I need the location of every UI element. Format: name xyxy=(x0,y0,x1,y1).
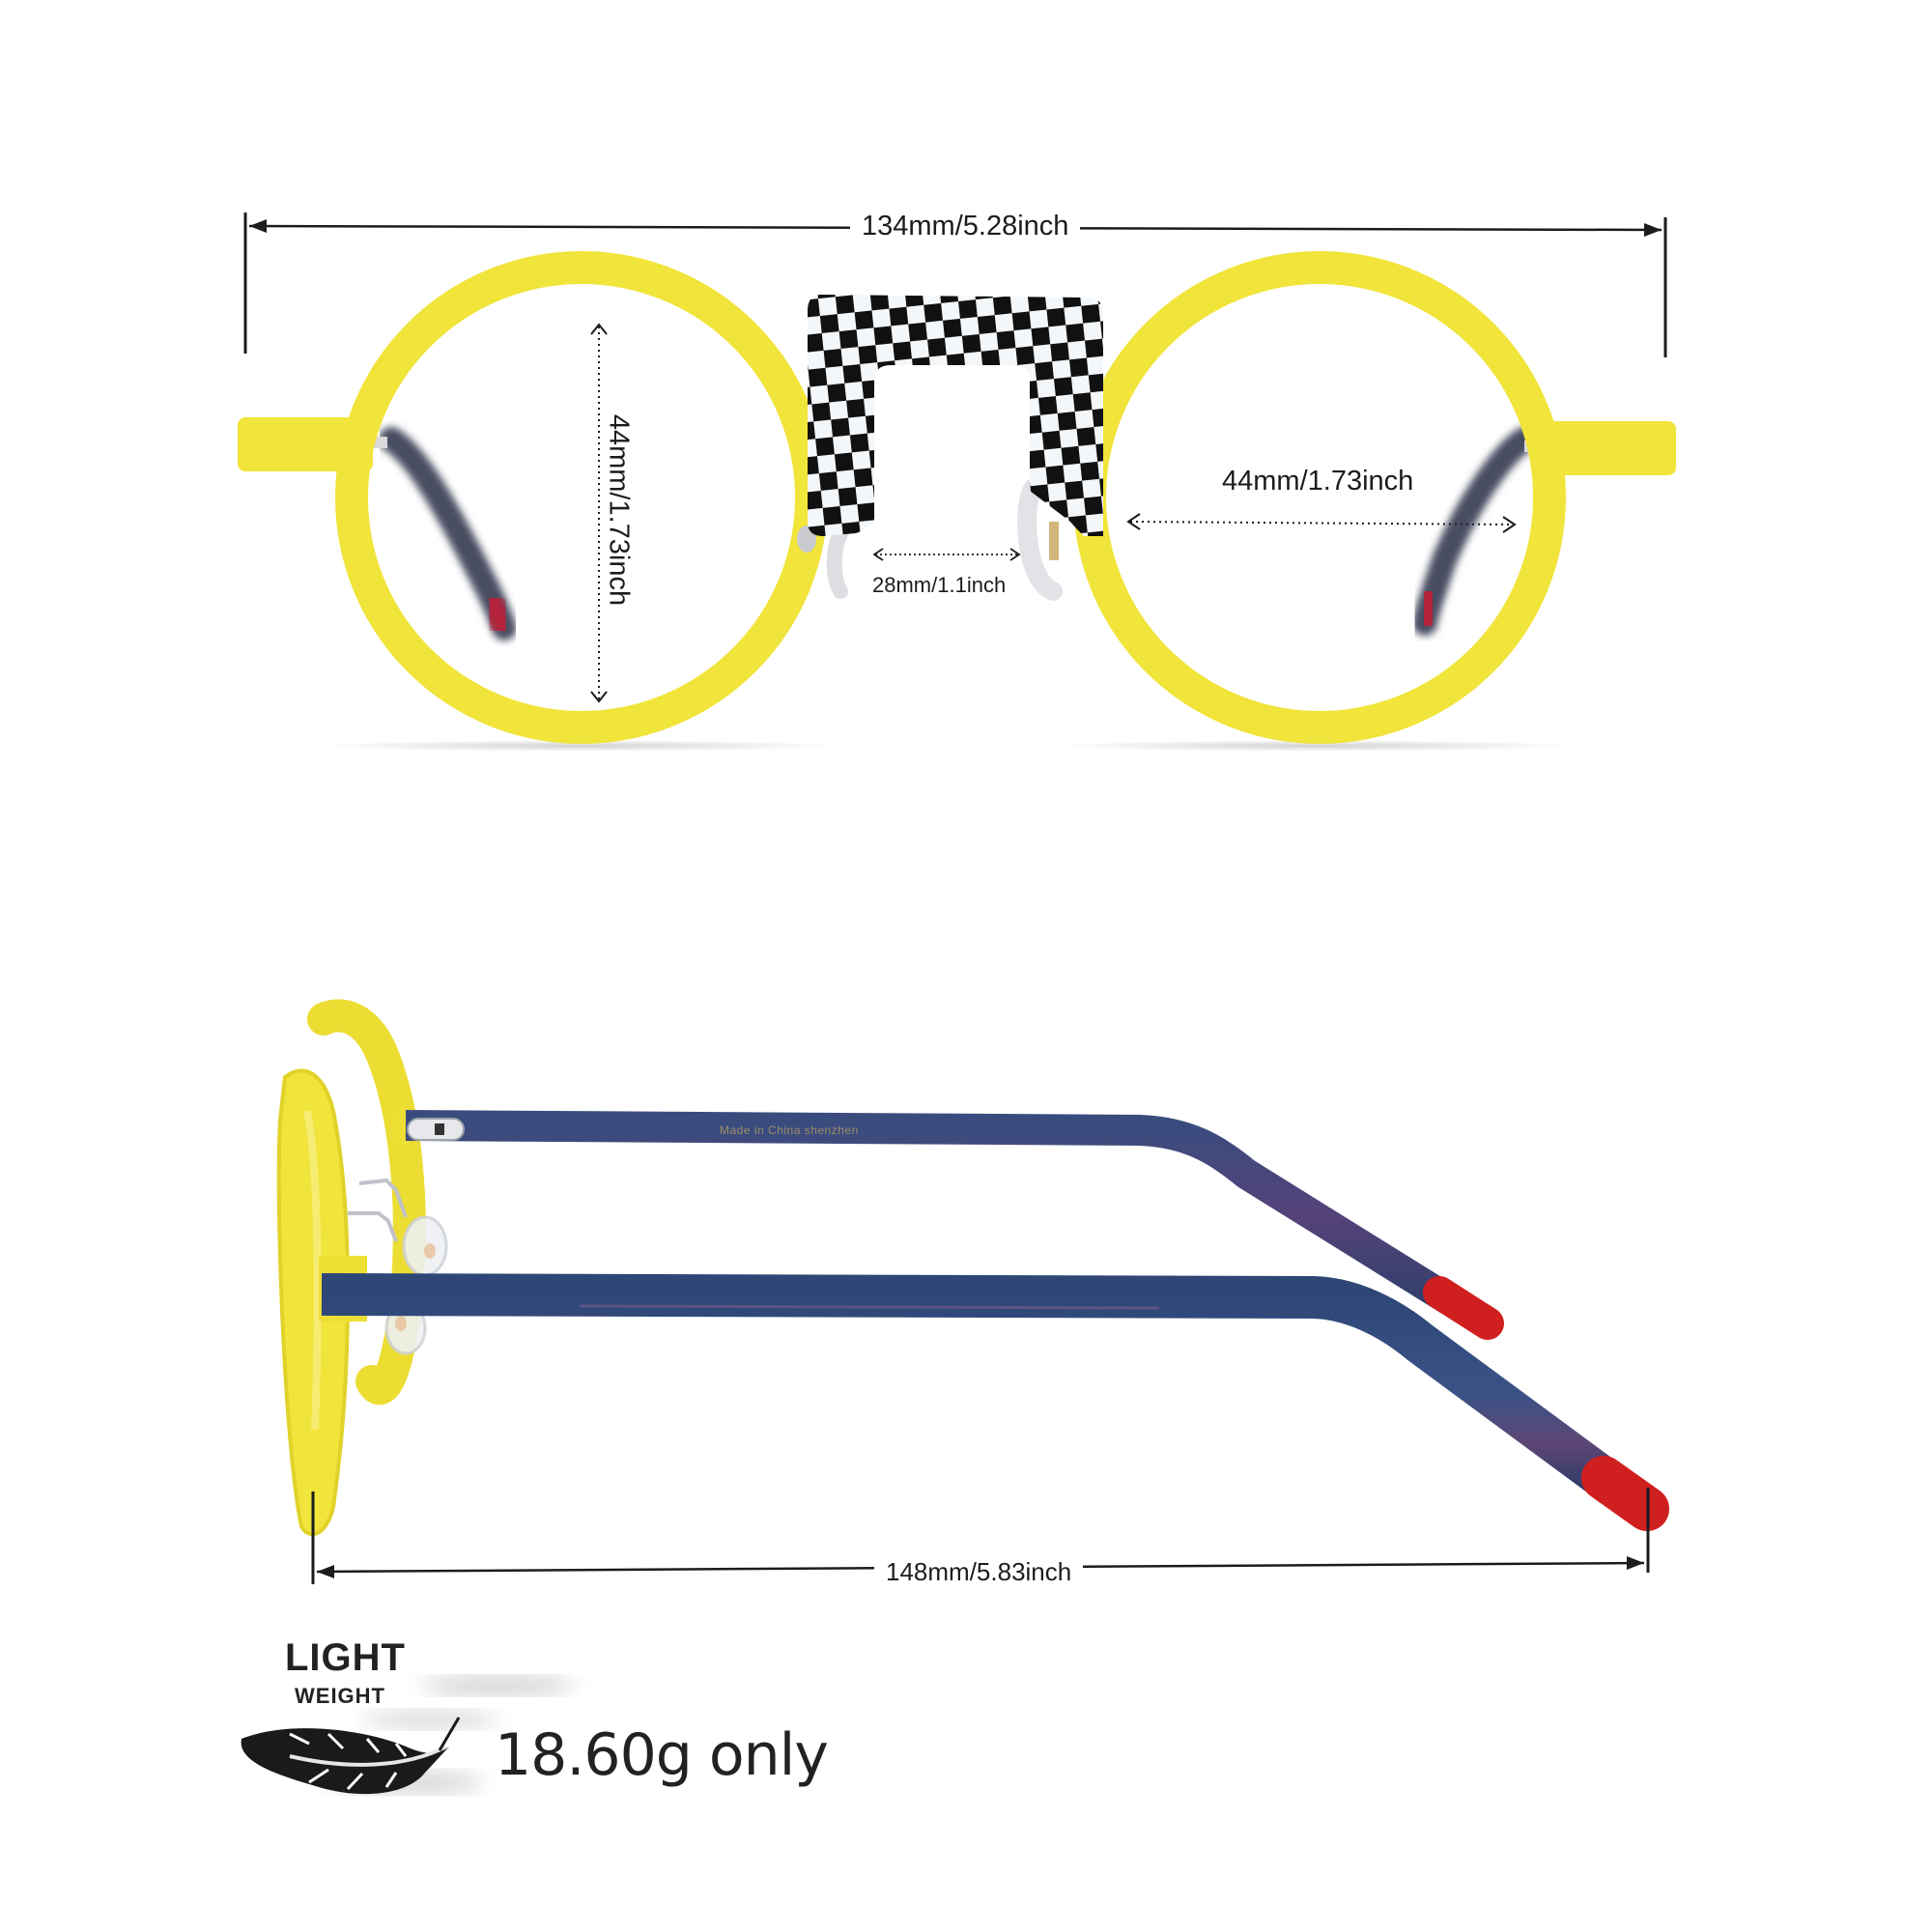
side-view xyxy=(276,999,1669,1584)
right-end-piece xyxy=(1541,421,1676,475)
temple-imprint-text: Made in China shenzhen xyxy=(720,1123,859,1137)
weight-badge-graphic xyxy=(241,1676,575,1795)
weight-value: 18.60g only xyxy=(495,1721,829,1789)
temple-length-label: 148mm/5.83inch xyxy=(874,1559,1084,1584)
lens-width-dimension xyxy=(1126,513,1517,533)
lens-shadow xyxy=(319,740,840,752)
bridge-width-dimension xyxy=(872,548,1021,561)
lens-height-label: 44mm/1.73inch xyxy=(603,413,635,607)
left-temple-back xyxy=(379,427,517,640)
weight-badge-subtitle: WEIGHT xyxy=(295,1684,385,1708)
bridge-width-label: 28mm/1.1inch xyxy=(872,573,1007,597)
feather-icon xyxy=(241,1717,461,1795)
total-width-label: 134mm/5.28inch xyxy=(850,213,1081,241)
weight-badge-title: LIGHT xyxy=(285,1636,406,1679)
front-view xyxy=(238,213,1676,752)
right-temple-back xyxy=(1412,427,1537,636)
lens-width-label: 44mm/1.73inch xyxy=(1222,466,1414,497)
front-frame-ring xyxy=(276,1068,350,1537)
weight-badge: LIGHT WEIGHT 18.60g only xyxy=(232,1633,850,1826)
upper-temple xyxy=(405,1110,1504,1340)
lens-height-dimension xyxy=(590,323,608,703)
frame-highlight xyxy=(303,1110,322,1431)
left-lens-rim xyxy=(335,251,828,744)
rear-frame-ring xyxy=(307,999,426,1405)
lower-temple xyxy=(321,1273,1669,1531)
lens-shadow xyxy=(1053,740,1575,752)
checkered-bridge xyxy=(808,295,1103,536)
